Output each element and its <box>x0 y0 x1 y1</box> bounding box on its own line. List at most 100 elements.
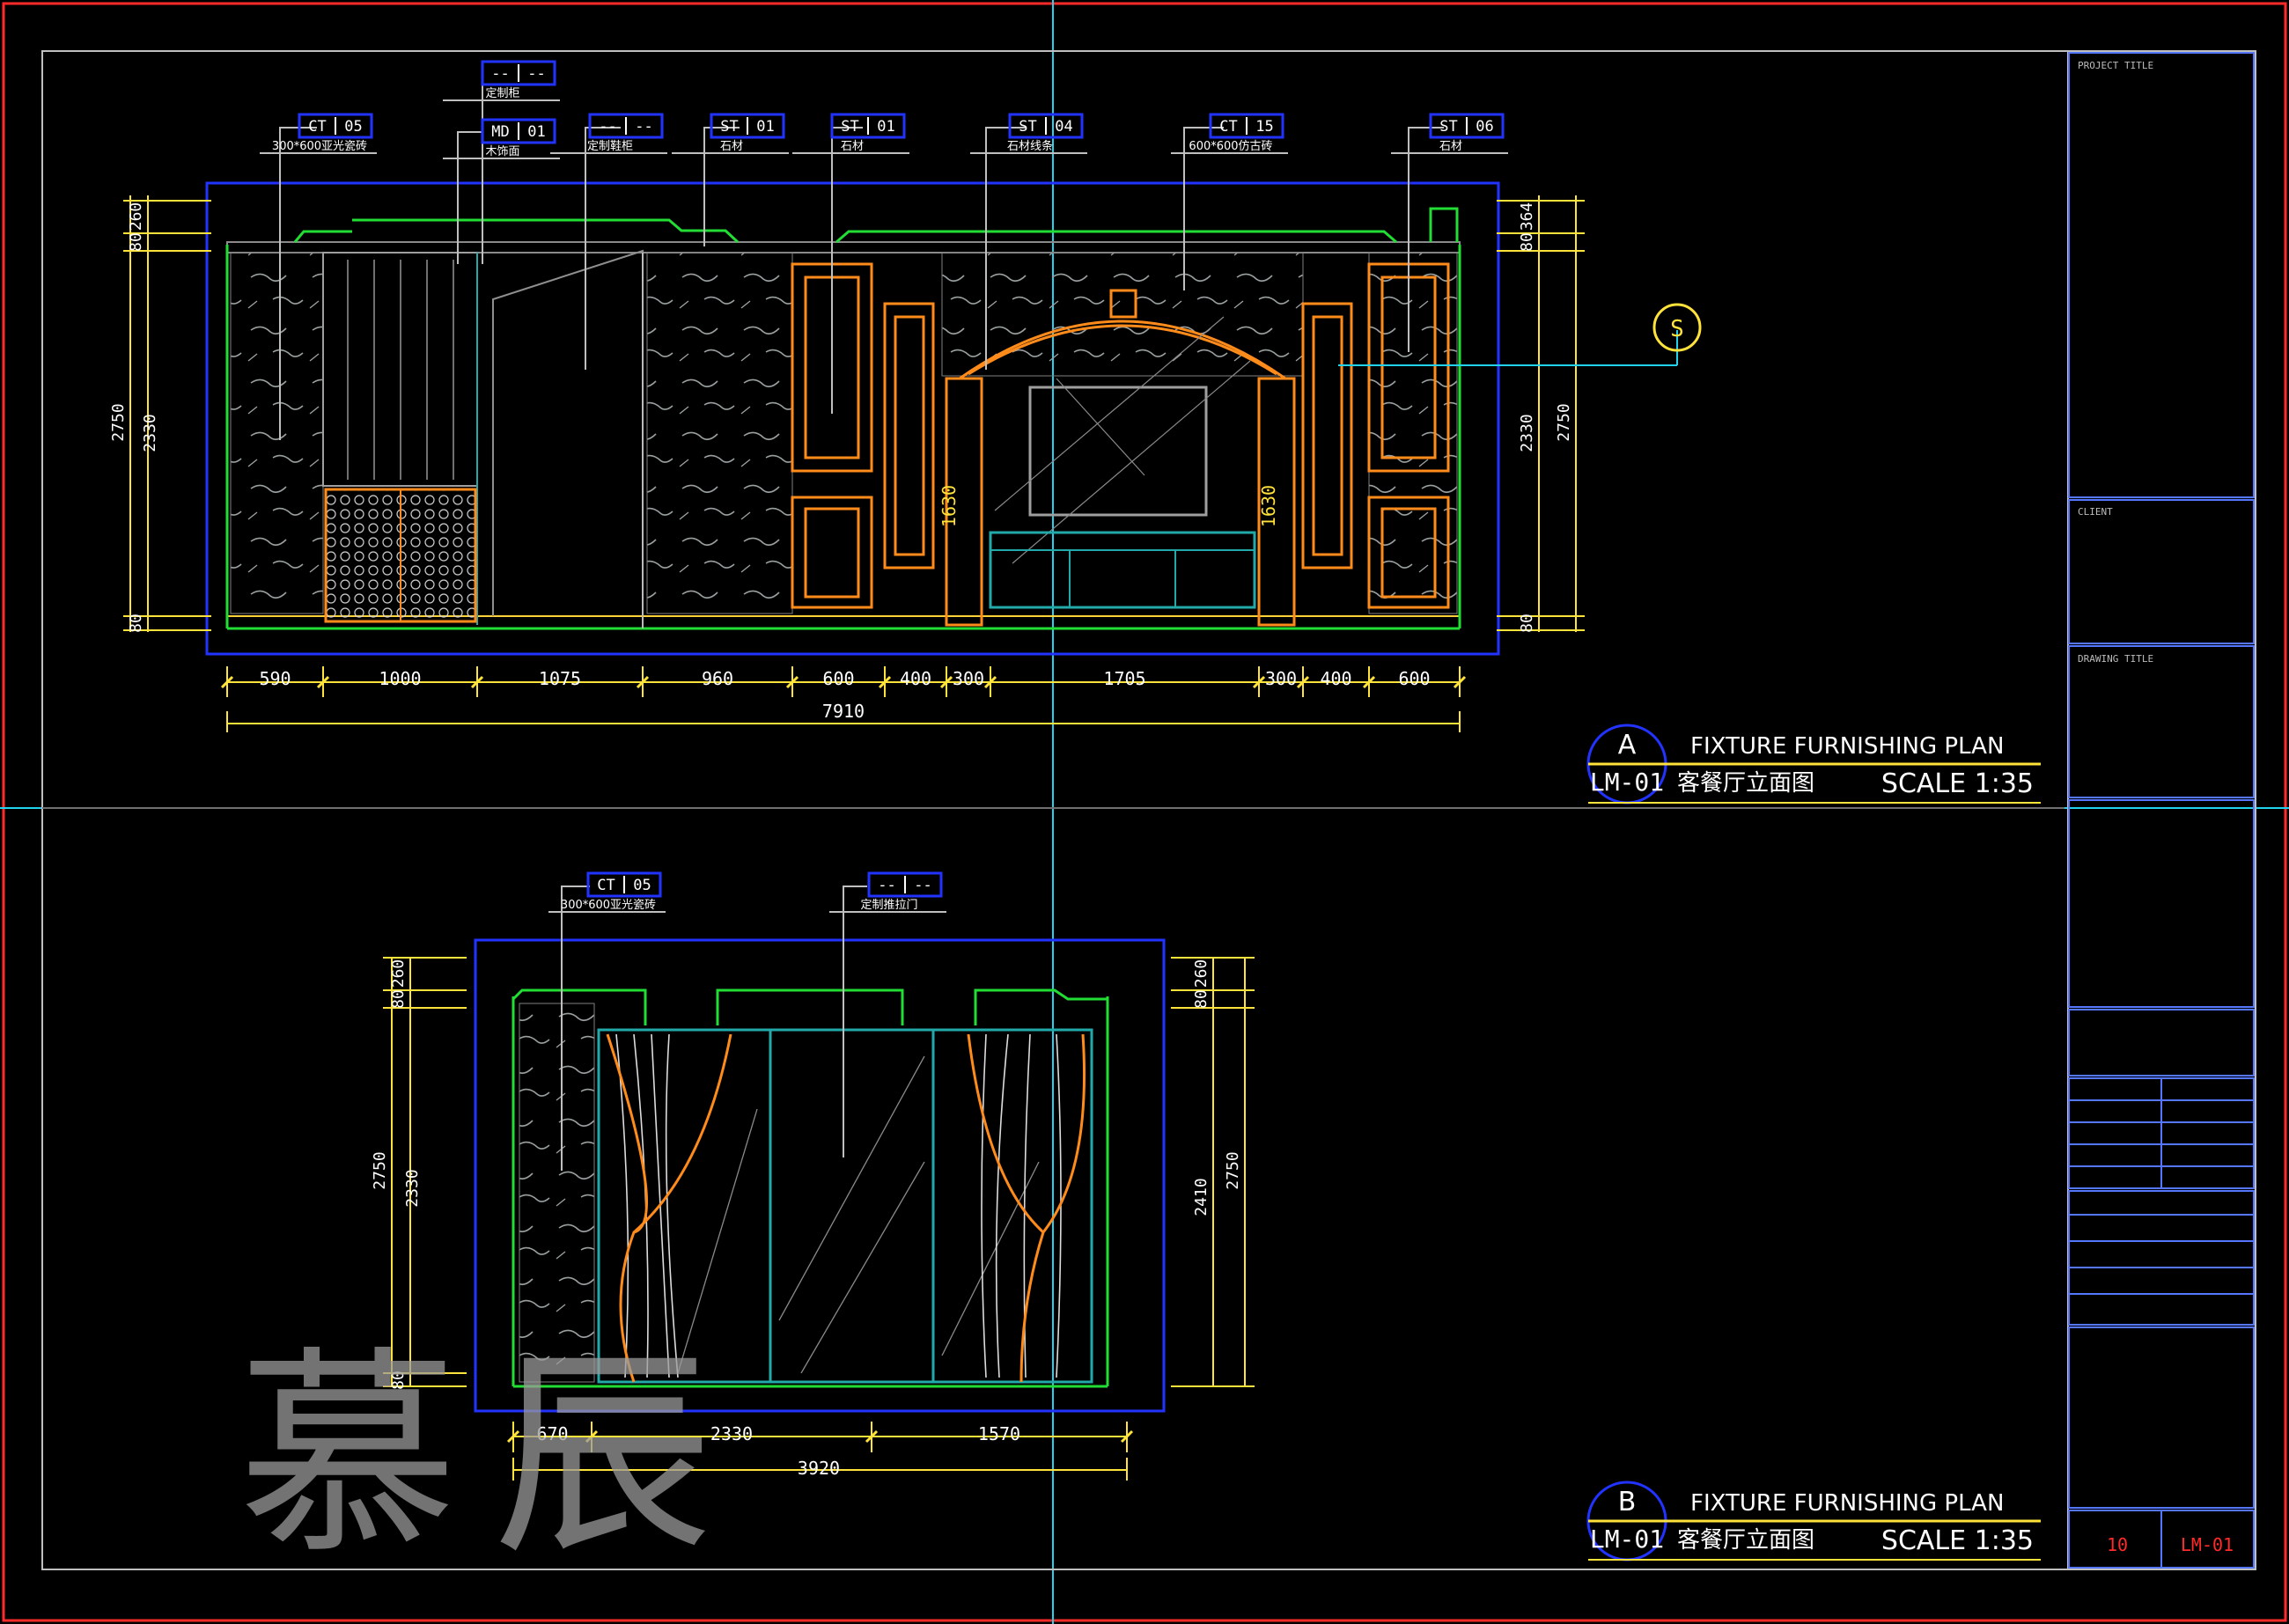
material-tag-code: CT <box>597 877 615 894</box>
material-tag-note: 石材线条 <box>1007 139 1053 153</box>
section-marker-circle <box>1652 303 1702 352</box>
dim-label-a: 400 <box>900 668 931 689</box>
dim-arrow-a <box>1296 675 1310 689</box>
sliding-door-frame <box>597 1028 1093 1384</box>
material-tag-code: ST <box>841 118 858 136</box>
stone-panel-4 <box>1368 252 1458 614</box>
material-tag-number: -- <box>914 877 931 894</box>
stone-panel-2 <box>646 252 793 614</box>
material-tag-code: ST <box>1019 118 1036 136</box>
material-tag-box <box>867 871 943 898</box>
material-tag-note: 300*600亚光瓷砖 <box>561 899 656 912</box>
dim-vert-a-left-inner: 2330 <box>141 414 159 452</box>
dim-arrow-a <box>1252 675 1266 689</box>
dim-vert-a-right: 2750 <box>1555 403 1573 441</box>
dim-label-a: 1705 <box>1103 668 1145 689</box>
dim-vert-b-left: 260 <box>389 959 408 988</box>
ceiling-line-a <box>226 241 1461 254</box>
material-tag-note: 600*600仿古砖 <box>1189 140 1272 153</box>
material-tag-box <box>481 118 556 144</box>
dim-label-a: 300 <box>953 668 984 689</box>
material-tag-box <box>481 60 556 86</box>
view-a-border <box>205 181 1500 656</box>
dim-label-b: 1570 <box>978 1423 1020 1444</box>
material-tag-number: 01 <box>756 118 774 136</box>
dim-arrow-b <box>506 1429 520 1444</box>
dim-vert-a-right-inner: 2330 <box>1518 414 1536 452</box>
material-tag-box <box>1008 113 1084 139</box>
material-tag-note: 300*600亚光瓷砖 <box>272 140 367 153</box>
dim-vert-b-right: 2410 <box>1192 1178 1211 1216</box>
column-left <box>945 377 983 627</box>
dim-label-a: 1000 <box>379 668 421 689</box>
dim-callout-tall-2: 1630 <box>1258 485 1279 527</box>
material-tag-box <box>710 113 785 139</box>
view-a-title-cn: 客餐厅立面图 <box>1677 770 1814 797</box>
view-a-title-en: FIXTURE FURNISHING PLAN <box>1690 733 2004 760</box>
dim-vert-a-left: 80 <box>127 232 145 252</box>
dim-label-a: 590 <box>259 668 291 689</box>
elevation-a: S 1630 1630 <box>123 84 1702 732</box>
view-b-border <box>474 938 1166 1413</box>
title-block-project-label: PROJECT TITLE <box>2078 60 2153 71</box>
dim-vert-a-left: 2750 <box>109 403 128 441</box>
material-tag-code: ST <box>720 118 738 136</box>
view-title-b: B LM-01 FIXTURE FURNISHING PLAN 客餐厅立面图 S… <box>1586 1481 2041 1562</box>
dim-arrow-a <box>983 675 997 689</box>
column-right <box>1257 377 1296 627</box>
curtain-right <box>967 1033 1086 1383</box>
view-a-sheet: LM-01 <box>1590 768 1664 797</box>
dim-arrow-b <box>585 1429 599 1444</box>
dim-vert-b-right: 2750 <box>1224 1151 1242 1189</box>
material-tag-number: -- <box>635 118 652 136</box>
material-tag-code: CT <box>1219 118 1237 136</box>
dim-arrow-a <box>1362 675 1376 689</box>
dim-vert-b-right: 260 <box>1192 959 1211 988</box>
view-b-title-en: FIXTURE FURNISHING PLAN <box>1690 1490 2004 1517</box>
elevation-b <box>383 885 1255 1481</box>
dim-arrow-b <box>1120 1429 1134 1444</box>
dim-label-a: 600 <box>822 668 854 689</box>
dim-vert-a-left: 260 <box>127 202 145 231</box>
material-tag-number: 04 <box>1055 118 1072 136</box>
material-tag-note: 木饰面 <box>485 145 519 158</box>
material-tag-number: 15 <box>1255 118 1273 136</box>
cornice-a-left <box>293 218 740 244</box>
material-tag-box <box>830 113 906 139</box>
stone-panel-b <box>519 1003 595 1383</box>
title-block-drawing-label: DRAWING TITLE <box>2078 653 2153 665</box>
title-block <box>2067 50 2256 1570</box>
view-a-letter: A <box>1618 730 1637 761</box>
dim-vert-a-right: 80 <box>1518 614 1536 633</box>
tv-wall-arch <box>959 320 1286 380</box>
dim-label-a: 1075 <box>539 668 581 689</box>
material-tag-number: 01 <box>877 118 894 136</box>
dim-arrow-a <box>1453 675 1467 689</box>
tv-console <box>989 531 1256 609</box>
section-marker-label: S <box>1670 316 1684 342</box>
material-tag-box <box>1209 113 1284 139</box>
dim-arrow-a <box>316 675 330 689</box>
dim-label-b: 670 <box>536 1423 568 1444</box>
frame-panel-2 <box>791 496 873 609</box>
title-block-sheet-no: 10 <box>2107 1534 2128 1555</box>
material-tag-code: CT <box>308 118 326 136</box>
dim-vert-b-left: 2750 <box>371 1151 389 1189</box>
dim-vert-a-left: 80 <box>127 614 145 633</box>
material-tag-box <box>1429 113 1505 139</box>
dim-label-a: 600 <box>1398 668 1430 689</box>
watermark: 慕辰 <box>238 1327 748 1584</box>
material-tag-number: 01 <box>527 123 545 141</box>
dim-arrow-a <box>878 675 892 689</box>
title-block-client-label: CLIENT <box>2078 506 2113 518</box>
view-title-a: A LM-01 FIXTURE FURNISHING PLAN 客餐厅立面图 S… <box>1586 724 2041 805</box>
title-block-sheet-code: LM-01 <box>2181 1534 2234 1555</box>
material-tag-box <box>588 113 664 139</box>
dim-label-a: 300 <box>1265 668 1297 689</box>
dim-vert-b-left-inner: 2330 <box>403 1169 422 1207</box>
dim-vert-b-left: 80 <box>389 1370 408 1390</box>
material-tag-number: 06 <box>1476 118 1493 136</box>
material-tag-code: -- <box>599 118 616 136</box>
